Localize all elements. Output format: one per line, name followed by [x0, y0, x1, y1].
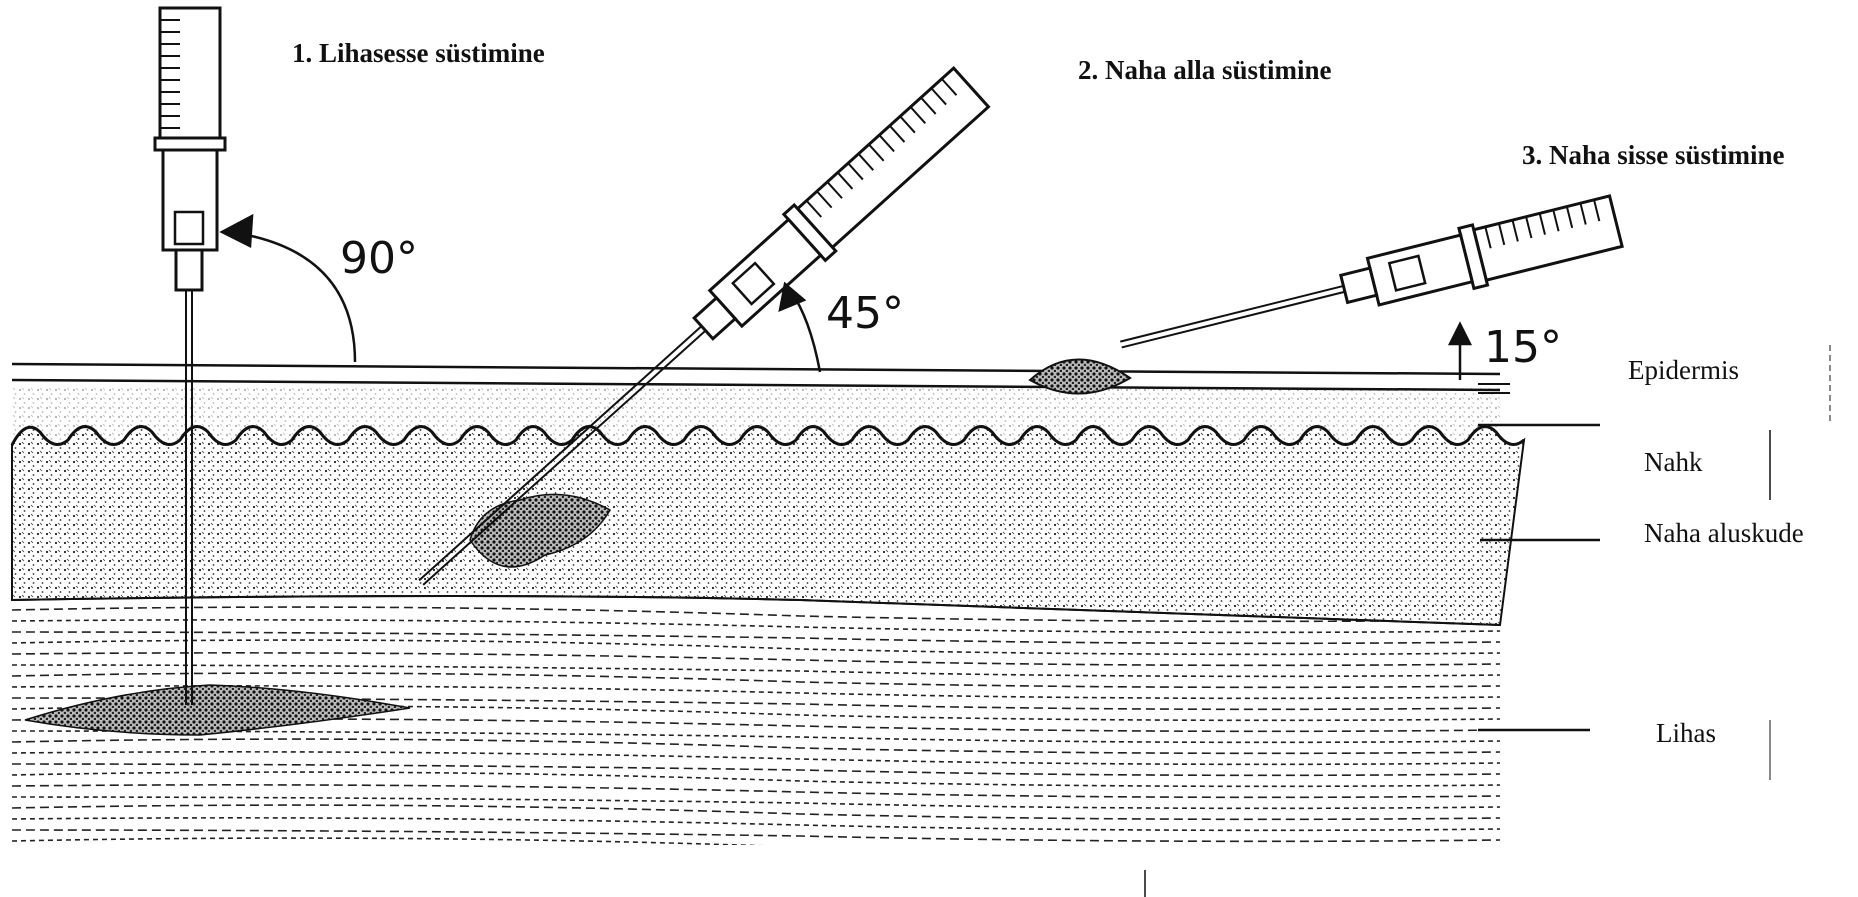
angle-label-15: 15° [1484, 322, 1562, 373]
label-epidermis: Epidermis [1628, 355, 1739, 385]
syringe-subcutaneous [418, 66, 991, 586]
subcutaneous-layer [10, 425, 1526, 627]
intradermal-bleb [1028, 358, 1132, 395]
syringe-intramuscular [153, 6, 227, 705]
label-muscle: Lihas [1656, 718, 1716, 748]
angle-arc-45 [778, 281, 822, 373]
title-intramuscular: 1. Lihasesse süstimine [292, 38, 545, 68]
angle-label-45: 45° [826, 288, 904, 339]
muscle-layer [12, 606, 1500, 845]
angle-arc-90 [219, 213, 357, 363]
label-leaders [1144, 345, 1831, 897]
intramuscular-deposit [24, 684, 411, 736]
title-intradermal: 3. Naha sisse süstimine [1522, 140, 1785, 170]
title-subcutaneous: 2. Naha alla süstimine [1078, 55, 1332, 85]
syringe-intradermal [1120, 194, 1624, 349]
muscle-boundary [11, 595, 1501, 626]
angle-arrow-15 [1447, 321, 1510, 394]
label-subcutis: Naha aluskude [1644, 518, 1804, 548]
angle-label-90: 90° [340, 233, 418, 284]
label-skin: Nahk [1644, 447, 1703, 477]
epidermis-layer [11, 362, 1501, 392]
